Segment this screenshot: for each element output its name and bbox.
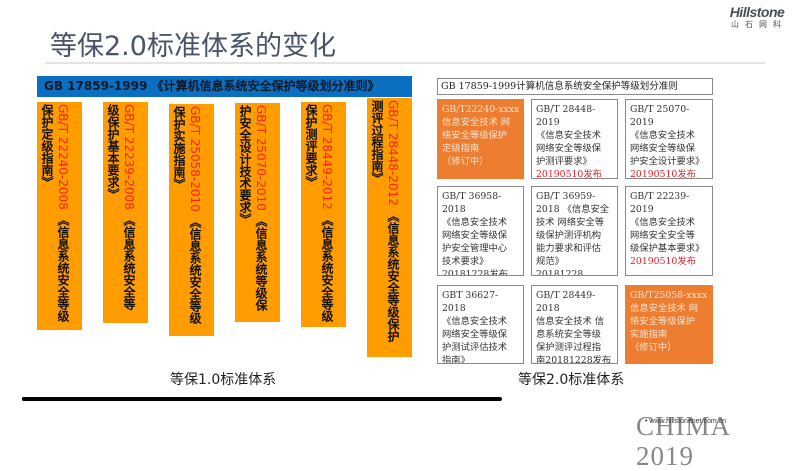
cell-line: 络安全等级保护 (442, 130, 508, 141)
cell-line: 规范》 20181228 (536, 256, 584, 276)
standard-column: GB/T 22240-2008 《信息系统安全等级保护定级指南》 (37, 102, 82, 330)
cell-line: 网络安全安全等 (630, 230, 696, 241)
standard-column: GB/T 28448-2012 《信息系统安全等级保护测评过程指南》 (367, 98, 412, 357)
standard-column: GB/T 25070-2010 《信息系统等级保护安全设计技术要求》 (235, 103, 280, 322)
gb17859-header-box: GB 17859-1999计算机信息系统安全保护等级划分准则 (437, 78, 713, 95)
cell-line: 护安全设计要求》 (630, 156, 705, 167)
gb17859-banner: GB 17859-1999 《计算机信息系统安全保护等级划分准则》 (37, 76, 412, 97)
cell-line: 技术 网络安全等 (536, 217, 605, 228)
standard-title: 《信息系统安全等级保护测评要求》 (304, 104, 334, 322)
cell-line: 《信息安全技术 (442, 217, 508, 228)
cell-line: 络安全等级保护 (630, 316, 696, 327)
cell-line: 指南》 20180929 (442, 355, 470, 364)
cell-line: 实施指南 (630, 329, 668, 340)
cell-line: 《信息安全技术 (630, 130, 696, 141)
cell-line: GB/T 22239-2019 (630, 191, 690, 215)
cell-line: 定级指南 (442, 143, 480, 154)
standard-title: 《信息系统安全等级保护定级指南》 (40, 104, 70, 322)
footer-url: • www.hillstonenet.com.cn (645, 418, 727, 425)
cell-line: 网络安全等级保 (442, 329, 508, 340)
cell-line: 级保护基本要求》 (630, 243, 705, 254)
standard-cell: GB/T 25070-2019 《信息安全技术 网络安全等级保 护安全设计要求》… (625, 99, 713, 179)
standard-cell: GB/T 36959- 2018 《信息安全 技术 网络安全等 级保护测评机构 … (531, 186, 618, 276)
standard-cell: GB/T25058-xxxx 信息安全技术 网 络安全等级保护 实施指南 （修订… (625, 285, 713, 364)
standard-title: 《信息系统安全等级保护实施指南》 (172, 106, 202, 324)
cell-line: 网络安全等级保 (630, 143, 696, 154)
standard-title: 《信息系统安全等级保护基本要求》 (106, 104, 136, 310)
standard-code: GB/T 25058-2010 (188, 106, 202, 212)
caption-dengbao-1: 等保1.0标准体系 (170, 372, 277, 388)
standard-cell: GBT 36627-2018 《信息安全技术 网络安全等级保 护测试评估技术 指… (437, 285, 524, 364)
release-date: 20190510发布 (536, 169, 602, 179)
standard-cell: GB/T22240-xxxx 信息安全技术 网 络安全等级保护 定级指南 （修订… (437, 99, 524, 179)
standard-code: GB/T 22239-2008 (122, 104, 136, 210)
bottom-divider-ext (22, 397, 502, 401)
cell-line: 护测评要求》 (536, 156, 592, 167)
cell-line: 《信息安全技术 (442, 316, 508, 327)
cell-line: 南20181228发布 (536, 355, 612, 364)
standard-title: 《信息系统等级保护安全设计技术要求》 (238, 105, 268, 311)
cell-line: GB/T 28448-2019 (536, 104, 596, 128)
cell-line: 《信息安全技术 (630, 217, 696, 228)
hillstone-logo: Hillstone 山石网科 (724, 4, 790, 30)
cell-line: 2018 《信息安全 (536, 204, 610, 215)
cell-line: GB/T 36959- (536, 191, 596, 202)
cell-line: 20181228发布 (442, 269, 508, 276)
standard-code: GB/T 22240-2008 (56, 104, 70, 210)
cell-line: 技术要求》 (442, 256, 489, 267)
cell-line: 网络安全等级保 (536, 143, 602, 154)
standard-cell: GB/T 28449-2018 信息安全技术 信 息系统安全等级 保护测评过程指… (531, 285, 618, 364)
standard-code: GB/T 28449-2012 (320, 104, 334, 210)
cell-line: 能力要求和评估 (536, 243, 602, 254)
cell-line: GBT 36627-2018 (442, 290, 499, 314)
cell-line: （修订中） (442, 156, 489, 167)
standard-title: 《信息系统安全等级保护测评过程指南》 (370, 100, 400, 342)
cell-line: GB/T22240-xxxx (442, 104, 520, 115)
page-title: 等保2.0标准体系的变化 (50, 31, 336, 62)
standard-column: GB/T 22239-2008 《信息系统安全等级保护基本要求》 (103, 102, 148, 323)
caption-dengbao-2: 等保2.0标准体系 (518, 372, 625, 388)
release-date: 20190510发布 (630, 256, 696, 267)
cell-line: 信息安全技术 网 (442, 117, 511, 128)
title-divider (45, 62, 765, 64)
cell-line: 《信息安全技术 (536, 130, 602, 141)
cell-line: GB/T25058-xxxx (630, 290, 708, 301)
standard-cell: GB/T 22239-2019 《信息安全技术 网络安全安全等 级保护基本要求》… (625, 186, 713, 276)
cell-line: （修订中） (630, 342, 677, 353)
cell-line: 级保护测评机构 (536, 230, 602, 241)
cell-line: GB/T 36958-2018 (442, 191, 502, 215)
cell-line: 网络安全等级保 (442, 230, 508, 241)
cell-line: 息系统安全等级 (536, 329, 602, 340)
standard-cell: GB/T 28448-2019 《信息安全技术 网络安全等级保 护测评要求》 2… (531, 99, 618, 179)
cell-line: 信息安全技术 信 (536, 316, 605, 327)
standard-column: GB/T 25058-2010 《信息系统安全等级保护实施指南》 (169, 104, 214, 336)
logo-cn: 山石网科 (731, 20, 787, 29)
standard-code: GB/T 28448-2012 (386, 100, 400, 206)
standard-cell: GB/T 36958-2018 《信息安全技术 网络安全等级保 护安全管理中心 … (437, 186, 524, 276)
standard-code: GB/T 25070-2010 (254, 105, 268, 211)
cell-line: 信息安全技术 网 (630, 303, 699, 314)
cell-line: GB/T 28449-2018 (536, 290, 596, 314)
release-date: 20190510发布 (630, 169, 696, 179)
cell-line: GB/T 25070-2019 (630, 104, 690, 128)
cell-line: 护测试评估技术 (442, 342, 508, 353)
cell-line: 护安全管理中心 (442, 243, 508, 254)
standard-column: GB/T 28449-2012 《信息系统安全等级保护测评要求》 (301, 102, 346, 327)
logo-brand: Hillstone (729, 4, 785, 20)
cell-line: 保护测评过程指 (536, 342, 602, 353)
